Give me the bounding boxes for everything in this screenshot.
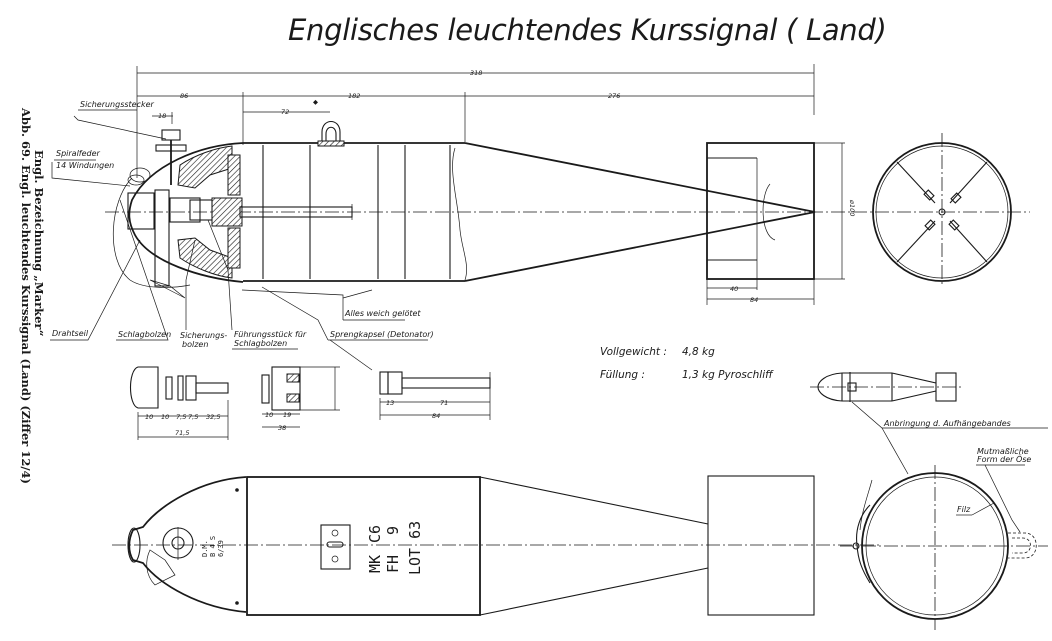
marking-fh: FH	[384, 555, 402, 573]
tail-end-view	[872, 133, 1012, 285]
nose-marking-1: D.M.	[201, 540, 209, 557]
label-sicherungsbolzen-1: Sicherungs-	[180, 331, 227, 340]
label-windungen: 14 Windungen	[56, 161, 114, 170]
dim-striker-total: 71,5	[175, 429, 189, 437]
label-drahtseil: Drahtseil	[52, 329, 89, 338]
drawing-title: Englisches leuchtendes Kurssignal ( Land…	[288, 13, 887, 47]
dim-striker-b: 10	[161, 413, 169, 421]
dim-tail-length: 84	[750, 296, 758, 304]
filling-label: Füllung :	[600, 369, 645, 381]
weight-label: Vollgewicht :	[600, 346, 667, 358]
dim-guide-a: 10	[265, 411, 273, 419]
dim-lug-offset: 72	[281, 108, 289, 116]
label-fuehrungsstueck-1: Führungsstück für	[234, 330, 307, 339]
dim-pin-offset: 18	[158, 112, 166, 120]
dim-striker-e: 32,5	[206, 413, 220, 421]
dim-body: 182	[348, 92, 360, 100]
label-anbringung: Anbringung d. Aufhängebandes	[883, 419, 1011, 428]
dim-marker: ◆	[313, 98, 318, 106]
label-schlagbolzen: Schlagbolzen	[118, 330, 171, 339]
dim-tail-diameter: ø100	[848, 199, 856, 216]
caption-line-2: Engl. Bezeichnung „Marker“	[32, 150, 46, 337]
dim-striker-d: 7,5	[188, 413, 198, 421]
dim-guide-total: 38	[278, 424, 286, 432]
dim-det-total: 84	[432, 412, 440, 420]
label-sicherungsstecker: Sicherungsstecker	[80, 100, 155, 109]
dim-det-b: 71	[440, 399, 448, 407]
marking-mk: MK	[366, 555, 384, 573]
band-cross-section: Mutmaßliche Form der Öse Filz	[840, 447, 1048, 630]
dim-guide-b: 19	[283, 411, 291, 419]
dim-nose: 86	[180, 92, 188, 100]
label-filz: Filz	[957, 505, 971, 514]
part-details: 71,5 10 10 7,5 7,5 32,5 10 19 38 13 71 8…	[129, 366, 491, 440]
label-mutmassliche-1: Mutmaßliche	[977, 447, 1029, 456]
figure-caption: Abb. 69. Engl. leuchtendes Kurssignal (L…	[19, 107, 46, 484]
dim-overall: 318	[470, 69, 482, 77]
dim-striker-a: 10	[145, 413, 153, 421]
caption-line-1: Abb. 69. Engl. leuchtendes Kurssignal (L…	[19, 107, 33, 484]
nose-marking-2: B 4 S	[209, 536, 217, 557]
marking-c6: C6	[366, 525, 384, 543]
weight-value: 4,8 kg	[682, 346, 715, 358]
label-alles-weich: Alles weich gelötet	[344, 309, 421, 318]
marking-lot: LOT 63	[406, 521, 424, 575]
dim-tail-inner: 40	[730, 285, 738, 293]
label-mutmassliche-2: Form der Öse	[977, 454, 1031, 464]
specifications: Vollgewicht : 4,8 kg Füllung : 1,3 kg Py…	[600, 346, 774, 381]
label-sicherungsbolzen-2: bolzen	[182, 340, 208, 349]
dim-striker-c: 7,5	[176, 413, 186, 421]
exterior-view: D.M. B 4 S 6/39 MK C6 FH 9 LOT 63	[112, 475, 880, 616]
section-view: ø100 40 84	[105, 120, 1030, 305]
label-spiralfeder: Spiralfeder	[56, 149, 101, 158]
dimension-lines: 318 86 182 276 72 ◆ 18	[136, 64, 815, 178]
callout-labels: Sicherungsstecker Spiralfeder 14 Windung…	[50, 100, 434, 371]
label-fuehrungsstueck-2: Schlagbolzen	[234, 339, 287, 348]
nose-marking-3: 6/39	[217, 540, 225, 557]
small-side-view: Anbringung d. Aufhängebandes	[810, 372, 1048, 475]
dim-tail: 276	[608, 92, 620, 100]
marking-9: 9	[384, 526, 402, 535]
label-sprengkapsel: Sprengkapsel (Detonator)	[330, 330, 434, 339]
dim-det-a: 13	[386, 399, 394, 407]
filling-value: 1,3 kg Pyroschliff	[682, 369, 774, 381]
